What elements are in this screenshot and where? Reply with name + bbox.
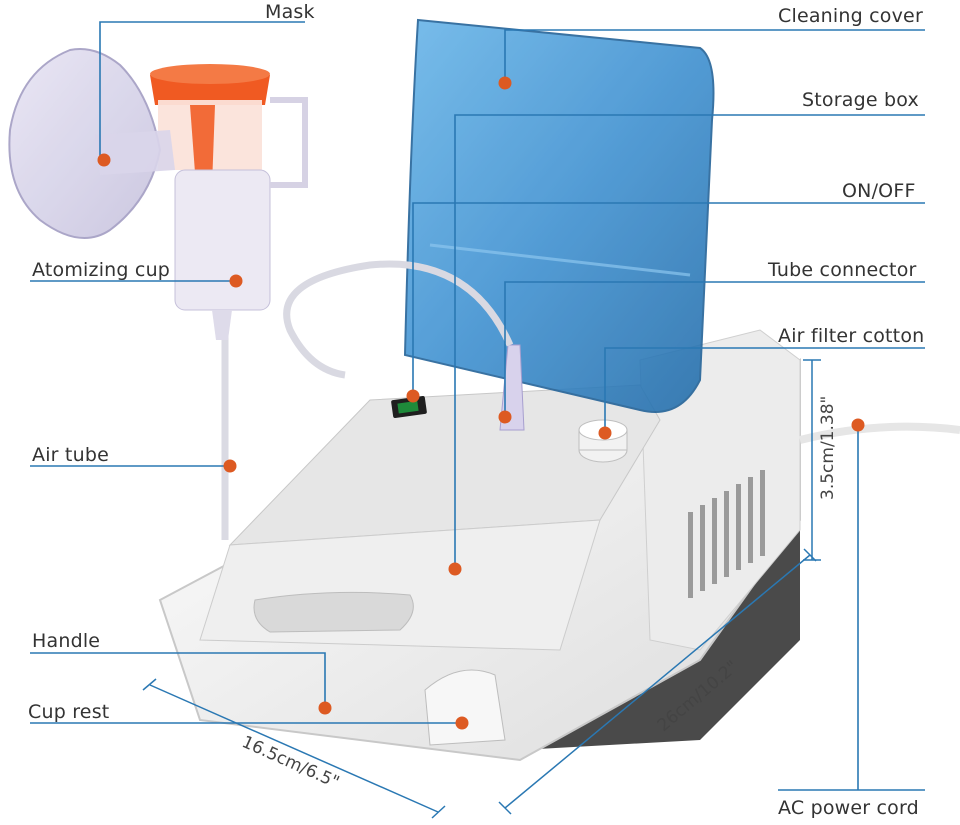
atomizing-cup — [150, 64, 305, 340]
label-cleaning-cover: Cleaning cover — [778, 7, 923, 26]
label-air-filter-cotton: Air filter cotton — [778, 327, 924, 346]
cleaning-cover-dot — [499, 77, 512, 90]
label-cup-rest: Cup rest — [28, 703, 109, 722]
label-tube-connector: Tube connector — [768, 261, 917, 280]
label-mask: Mask — [265, 3, 315, 22]
dimension-height: 3.5cm/1.38" — [820, 396, 837, 500]
handle-dot — [319, 702, 332, 715]
atomizing-cup-dot — [230, 275, 243, 288]
ac-power-cord-dot — [852, 419, 865, 432]
cleaning-cover — [405, 20, 714, 412]
air-tube-dot — [224, 460, 237, 473]
tube-connector-dot — [499, 411, 512, 424]
on-off-dot — [407, 390, 420, 403]
label-handle: Handle — [32, 632, 100, 651]
label-air-tube: Air tube — [32, 446, 109, 465]
label-on-off: ON/OFF — [842, 182, 916, 201]
label-ac-power-cord: AC power cord — [778, 799, 919, 818]
cup-rest-dot — [456, 717, 469, 730]
label-storage-box: Storage box — [802, 91, 919, 110]
label-atomizing-cup: Atomizing cup — [32, 261, 170, 280]
air-filter-cotton-dot — [599, 427, 612, 440]
storage-box-dot — [449, 563, 462, 576]
mask-dot — [98, 154, 111, 167]
